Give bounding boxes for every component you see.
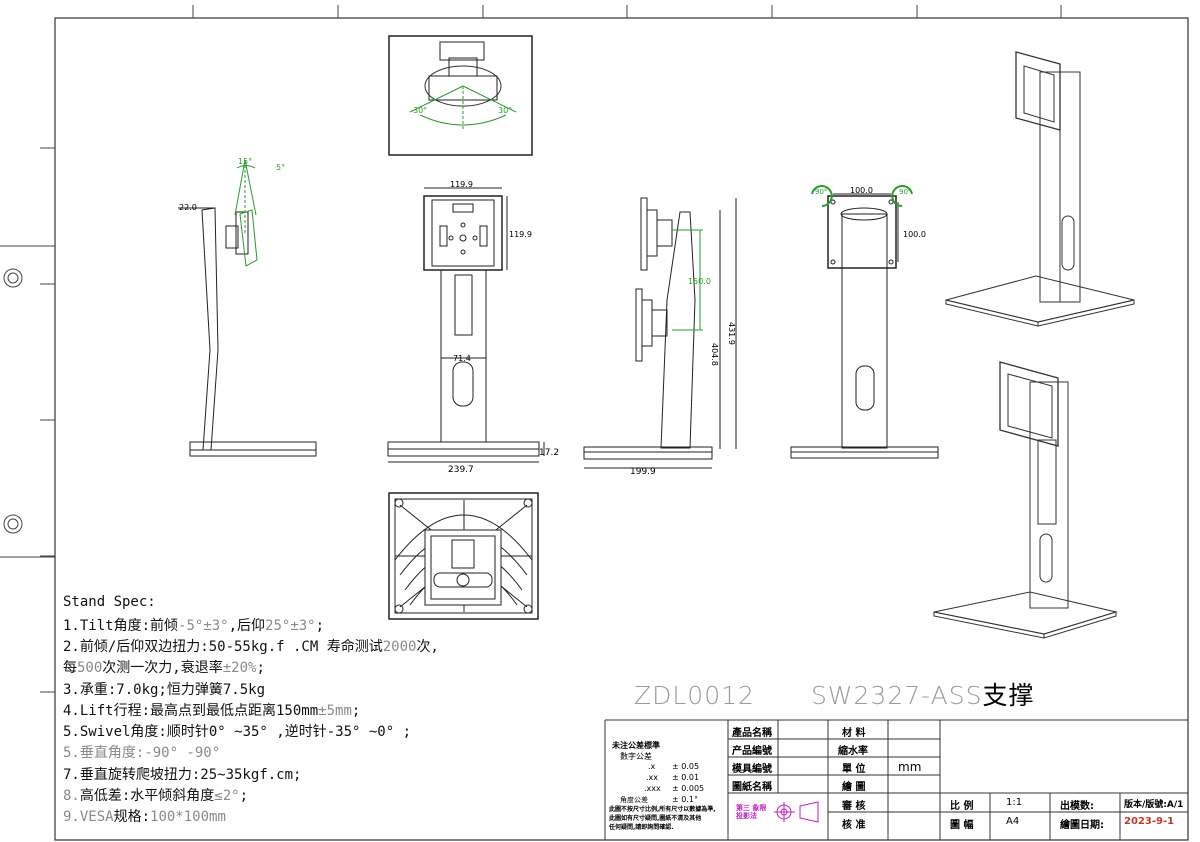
version-label: 版本/版號:A/1 (1124, 800, 1184, 810)
scale-label: 比 例 (950, 801, 974, 812)
product-no-label: 产品編號 (732, 746, 772, 757)
iso-view-high (933, 361, 1118, 639)
scale-value: 1:1 (1006, 797, 1023, 808)
shrink-label: 縮水率 (838, 746, 868, 757)
date-label: 繪圖日期: (1060, 820, 1104, 831)
tilt-forward-angle: 5° (276, 163, 285, 172)
tol-xxx: .xxx (644, 784, 661, 793)
unit-label: 單 位 (842, 764, 866, 775)
tol-x: .x (648, 762, 656, 771)
vesa-width-dim: 119.9 (450, 180, 473, 189)
note-2: 此圖如有尺寸疑問,圖紙不清及其他 (609, 815, 702, 822)
tol-xx: .xx (646, 773, 659, 782)
rotate-right-angle: 90° (899, 188, 911, 196)
projection-symbol-icon (774, 801, 819, 823)
spec-load: 3.承重:7.0kg;恒力弹簧7.5kg (63, 682, 266, 698)
part-name: 支撑 (982, 681, 1035, 710)
hole-width-dim: 100.0 (850, 186, 873, 195)
part-number: SW2327-ASS (810, 681, 983, 710)
tol-xx-val: ± 0.01 (672, 773, 700, 782)
base-width-dim: 239.7 (448, 465, 474, 475)
vesa-height-dim: 119.9 (509, 230, 532, 239)
mold-count-label: 出模数: (1060, 801, 1094, 812)
drawing-frame (54, 17, 1189, 841)
tolerance-sub: 數字公差 (620, 752, 652, 761)
sheet-label: 圖 幅 (950, 820, 974, 831)
spec-decay: 每500次测一次力,衰退率±20%; (63, 660, 265, 676)
spec-torque: 2.前倾/后仰双边扭力:50-55kg.f .CM 寿命测试2000次, (63, 639, 439, 655)
spec-swivel: 5.Swivel角度:顺时针0° ~35° ,逆时针-35° ~0° ; (63, 724, 412, 740)
product-name-label: 產品名稱 (732, 728, 772, 739)
spec-lift: 4.Lift行程:最高点到最低点距离150mm±5mm; (63, 703, 361, 719)
tol-angle-val: ± 0.1° (672, 795, 698, 804)
sheet-value: A4 (1006, 816, 1020, 827)
depth-dim: 199.9 (630, 467, 656, 477)
frame-ticks (0, 5, 1062, 693)
check-label: 審 核 (842, 801, 866, 812)
drawing-name-label: 圖紙名稱 (732, 782, 772, 793)
model-code: ZDL0012 (634, 681, 755, 710)
tol-x-val: ± 0.05 (672, 762, 700, 771)
swivel-top-view: 30° 30° (388, 35, 533, 156)
spec-vertical: 5.垂直角度:-90° -90° (63, 745, 221, 761)
side-view-tilt (178, 159, 317, 457)
tol-angle: 角度公差 (620, 796, 648, 804)
total-height-dim: 431.9 (727, 322, 736, 345)
date-value: 2023-9-1 (1124, 816, 1175, 827)
note-3: 任何疑問,請即詢問確認. (609, 824, 674, 831)
projection-label: 第三 象限 投影法 (736, 804, 767, 820)
spec-tilt: 1.Tilt角度:前倾-5°±3°,后仰25°±3°; (63, 618, 325, 634)
swivel-right-angle: 30° (498, 106, 512, 115)
swivel-left-angle: 30° (413, 106, 427, 115)
mold-no-label: 模具編號 (732, 764, 772, 775)
tol-xxx-val: ± 0.005 (672, 784, 705, 793)
lift-dim: 150.0 (688, 277, 711, 286)
spec-level: 8.高低差:水平倾斜角度≤2°; (63, 788, 249, 804)
front-view (387, 187, 545, 463)
spec-heading: Stand Spec: (63, 594, 156, 610)
punch-hole-bottom (3, 514, 23, 534)
side-view-lift (583, 197, 737, 469)
approve-label: 核 准 (842, 820, 866, 831)
spec-vesa: 9.VESA规格:100*100mm (63, 809, 226, 825)
min-height-dim: 404.8 (710, 343, 719, 366)
tolerance-title: 未注公差標準 (612, 741, 660, 750)
base-height-dim: 17.2 (539, 448, 559, 458)
unit-value: mm (898, 760, 922, 774)
column-width-dim: 71.4 (453, 354, 471, 363)
drawing-title: ZDL0012 SW2327-ASS支撑 (634, 676, 1034, 712)
note-1: 此圖不按尺寸比例,所有尺寸以數據為準, (609, 806, 716, 813)
offset-dimension: 22.0 (179, 203, 197, 212)
bottom-view (388, 492, 539, 620)
tilt-back-angle: 15° (238, 157, 252, 166)
spec-rotate-torque: 7.垂直旋转爬坡扭力:25~35kgf.cm; (63, 767, 302, 783)
material-label: 材 料 (842, 728, 866, 739)
drawn-label: 繪 圖 (842, 782, 866, 793)
hole-height-dim: 100.0 (903, 230, 926, 239)
punch-hole-top (3, 268, 23, 288)
rotate-left-angle: 90° (815, 188, 827, 196)
title-block-grid (604, 719, 1188, 840)
iso-view-low (945, 51, 1135, 327)
rear-view (790, 185, 939, 459)
